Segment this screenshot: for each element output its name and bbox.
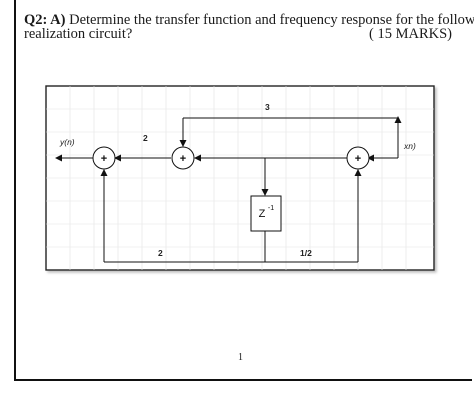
input-label: xn): [403, 141, 416, 151]
adder-1-symbol: +: [101, 153, 107, 165]
question-text-2: realization circuit?: [24, 26, 133, 42]
gain-forward: 2: [143, 133, 148, 143]
output-label: y(n): [59, 137, 75, 147]
adder-2-symbol: +: [180, 153, 186, 165]
adder-1: +: [92, 146, 116, 170]
question-text-1: Determine the transfer function and freq…: [65, 12, 474, 28]
gain-top: 3: [265, 102, 270, 112]
adder-3: +: [346, 146, 370, 170]
question-line-1: Q2: A) Determine the transfer function a…: [24, 12, 474, 28]
gain-bottom-left: 2: [158, 248, 163, 258]
question-number: Q2: A): [24, 12, 66, 28]
delay-exponent: -1: [268, 205, 274, 212]
adder-2: +: [171, 146, 195, 170]
question-marks: ( 15 MARKS): [369, 26, 452, 42]
adder-3-symbol: +: [355, 153, 361, 165]
delay-base: Z: [259, 208, 266, 220]
delay-block: Z -1: [250, 195, 282, 232]
page-number: 1: [238, 352, 243, 363]
gain-bottom-right: 1/2: [300, 248, 312, 258]
page-frame: [14, 0, 472, 381]
